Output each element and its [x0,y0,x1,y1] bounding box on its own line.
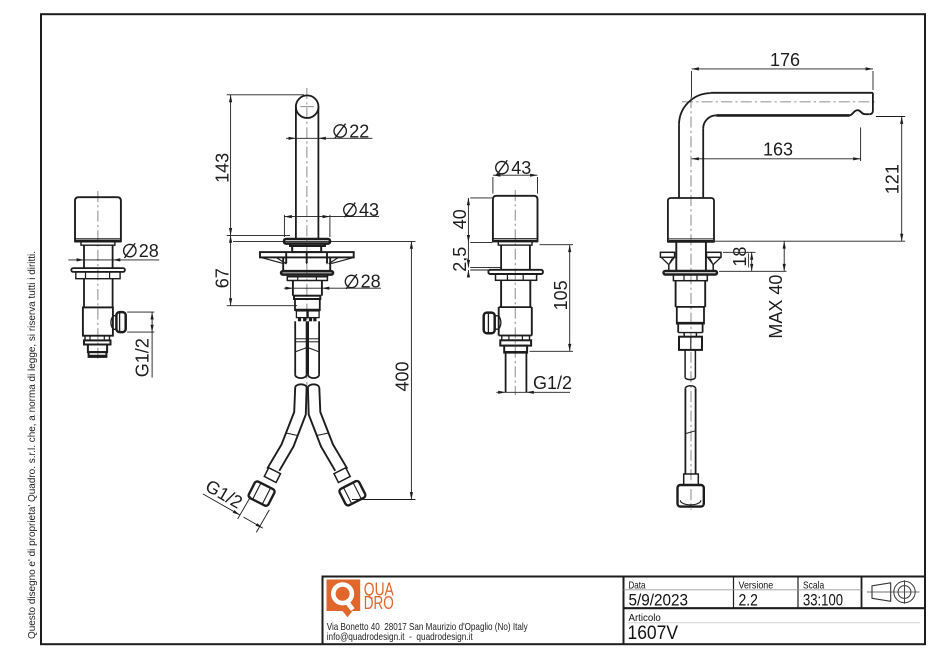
svg-text:DRO: DRO [364,592,394,613]
svg-text:176: 176 [770,50,800,70]
svg-text:43: 43 [511,158,531,178]
svg-text:28: 28 [361,272,381,292]
svg-text:1607V: 1607V [628,622,679,644]
svg-text:MAX 40: MAX 40 [766,275,786,339]
svg-text:105: 105 [551,280,571,310]
svg-text:G1/2: G1/2 [533,373,572,393]
svg-text:2,5: 2,5 [450,247,470,272]
svg-text:G1/2: G1/2 [202,476,246,513]
svg-text:67: 67 [212,268,232,288]
svg-text:5/9/2023: 5/9/2023 [629,591,689,609]
svg-text:33:100: 33:100 [803,591,843,609]
svg-text:40: 40 [450,209,470,229]
svg-text:Scala: Scala [803,579,824,591]
svg-text:Articolo: Articolo [629,612,661,624]
svg-text:Versione: Versione [739,579,774,591]
svg-text:43: 43 [359,200,379,220]
svg-text:Questo disegno e' di proprieta: Questo disegno e' di proprieta' Quadro. … [27,251,38,639]
svg-text:400: 400 [392,361,412,391]
svg-text:121: 121 [883,164,903,194]
svg-text:28: 28 [139,241,159,261]
svg-text:info@quadrodesign.it - quadr: info@quadrodesign.it - quadrodesign.it [327,631,473,643]
svg-text:QUA: QUA [364,579,394,600]
svg-text:163: 163 [763,139,793,159]
svg-text:Data: Data [629,579,646,591]
svg-text:22: 22 [349,122,369,142]
svg-text:2.2: 2.2 [739,591,758,609]
svg-text:G1/2: G1/2 [133,338,153,377]
svg-text:143: 143 [212,153,232,183]
svg-text:18: 18 [730,247,750,267]
svg-text:Via Bonetto 40 28017 San Maur: Via Bonetto 40 28017 San Maurizio d'Opag… [327,621,529,633]
